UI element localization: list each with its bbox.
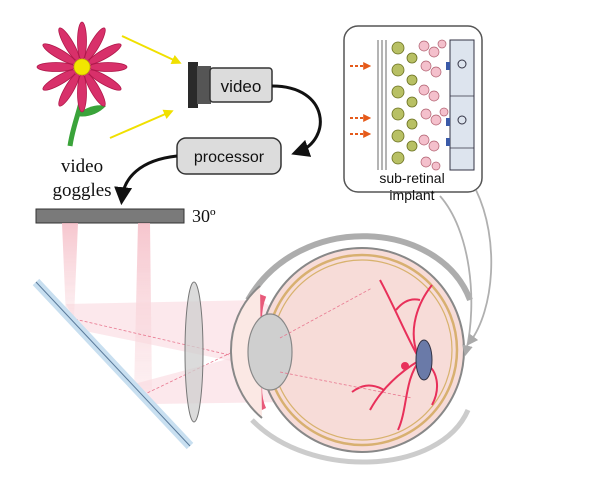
implant-label-line1: sub-retinal [379, 170, 444, 186]
processor-label: processor [194, 149, 265, 166]
goggles-label-line1: video [61, 156, 103, 177]
implant-inset: sub-retinal implant [343, 25, 483, 203]
processor-box: processor [176, 137, 282, 175]
external-lens [184, 281, 204, 423]
implant-label-line2: implant [389, 187, 434, 203]
callout-arrow-left [439, 195, 473, 357]
arrow-camera-to-processor [271, 84, 322, 157]
goggles-label-line2: goggles [52, 180, 111, 201]
callout-arrow-right [467, 189, 493, 346]
light-ray-upper [121, 35, 182, 65]
eye [230, 233, 473, 465]
video-label: video [221, 77, 262, 96]
mirror-edge [35, 281, 191, 447]
arrow-processor-to-screen [114, 154, 178, 206]
video-camera: video [188, 62, 273, 108]
flower-icon [36, 21, 128, 147]
light-ray-lower [109, 109, 174, 139]
goggles-screen [35, 208, 185, 224]
angle-label: 30º [192, 206, 216, 226]
